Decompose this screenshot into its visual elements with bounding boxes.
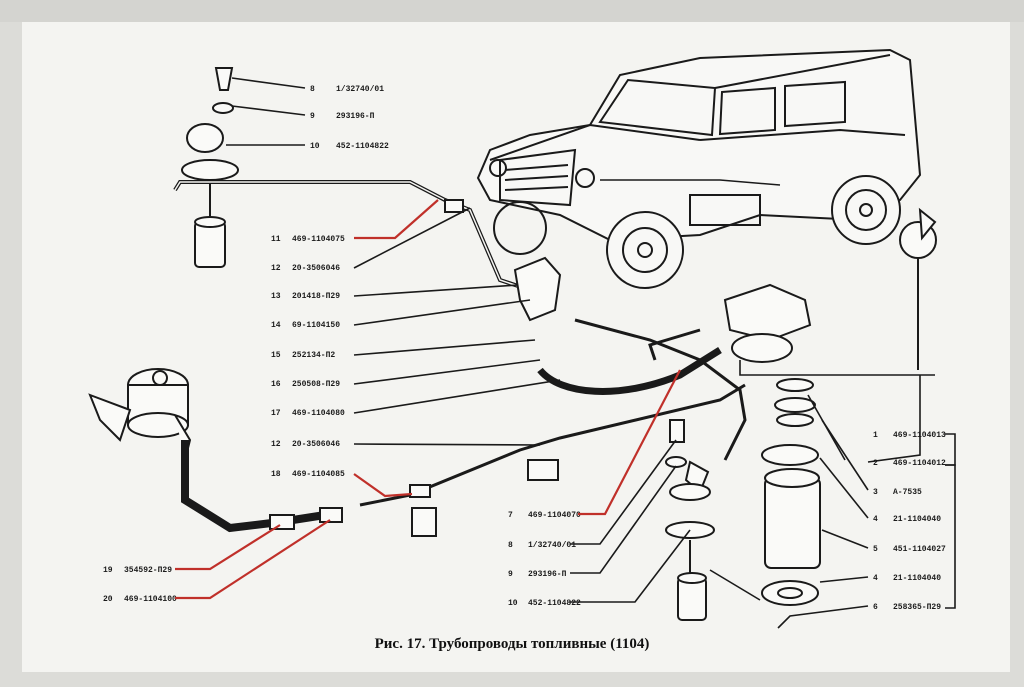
callout-num: 12 — [271, 440, 281, 449]
callouts-left: 8 1/32740/01 9 293196-П 10 452-1104822 1… — [103, 85, 389, 604]
fuel-filter-assembly — [723, 207, 937, 606]
callouts-center: 7 469-1104070 8 1/32740/01 9 293196-П 10… — [508, 511, 581, 608]
callout-code: А-7535 — [893, 488, 922, 497]
leader-lines-center — [570, 439, 691, 603]
callout-code: 469-1104100 — [124, 595, 177, 604]
callout-code: 21-1104040 — [893, 515, 941, 524]
callout-num: 4 — [873, 515, 878, 524]
callout-num: 16 — [271, 380, 281, 389]
callout-num: 19 — [103, 566, 113, 575]
callout-code: 293196-П — [528, 570, 567, 579]
callout-num: 5 — [873, 545, 878, 554]
callout-num: 10 — [508, 599, 518, 608]
tank-sensor-center — [665, 419, 715, 621]
callout-code: 1/32740/01 — [336, 85, 384, 94]
callout-code: 69-1104150 — [292, 321, 340, 330]
callout-num: 13 — [271, 292, 281, 301]
callout-num: 8 — [508, 541, 513, 550]
callout-code: 201418-П29 — [292, 292, 340, 301]
callout-code: 258365-П29 — [893, 603, 941, 612]
callout-num: 15 — [271, 351, 281, 360]
callout-code: 293196-П — [336, 112, 375, 121]
leader-lines-left — [226, 77, 561, 446]
callout-num: 6 — [873, 603, 878, 612]
callout-code: 20-3506046 — [292, 440, 340, 449]
callout-num: 3 — [873, 488, 878, 497]
callout-code: 469-1104085 — [292, 470, 345, 479]
callout-code: 451-1104027 — [893, 545, 946, 554]
callout-num: 9 — [508, 570, 513, 579]
vehicle-illustration — [476, 48, 922, 289]
callout-code: 21-1104040 — [893, 574, 941, 583]
callout-num: 8 — [310, 85, 315, 94]
callout-num: 2 — [873, 459, 878, 468]
callout-code: 452-1104822 — [528, 599, 581, 608]
callout-code: 469-1104012 — [893, 459, 946, 468]
callout-num: 1 — [873, 431, 878, 440]
callout-num: 11 — [271, 235, 281, 244]
callout-num: 4 — [873, 574, 878, 583]
callout-num: 12 — [271, 264, 281, 273]
callout-code: 354592-П29 — [124, 566, 172, 575]
fuel-pipes — [173, 180, 747, 537]
callout-code: 469-1104075 — [292, 235, 345, 244]
callout-code: 20-3506046 — [292, 264, 340, 273]
callout-num: 17 — [271, 409, 281, 418]
callout-code: 250508-П29 — [292, 380, 340, 389]
callout-num: 14 — [271, 321, 281, 330]
callout-code: 469-1104070 — [528, 511, 581, 520]
callout-code: 252134-П2 — [292, 351, 335, 360]
callout-num: 20 — [103, 595, 113, 604]
callout-code: 1/32740/01 — [528, 541, 576, 550]
tank-sensor-left — [181, 67, 239, 268]
callout-num: 9 — [310, 112, 315, 121]
callout-code: 469-1104080 — [292, 409, 345, 418]
figure-caption: Рис. 17. Трубопроводы топливные (1104) — [374, 636, 650, 652]
leader-lines-left-highlight — [175, 199, 439, 600]
callout-code: 452-1104822 — [336, 142, 389, 151]
leader-lines-center-highlight — [578, 369, 681, 516]
leader-lines-right — [709, 360, 956, 629]
callout-num: 7 — [508, 511, 513, 520]
callout-num: 10 — [310, 142, 320, 151]
callout-num: 18 — [271, 470, 281, 479]
